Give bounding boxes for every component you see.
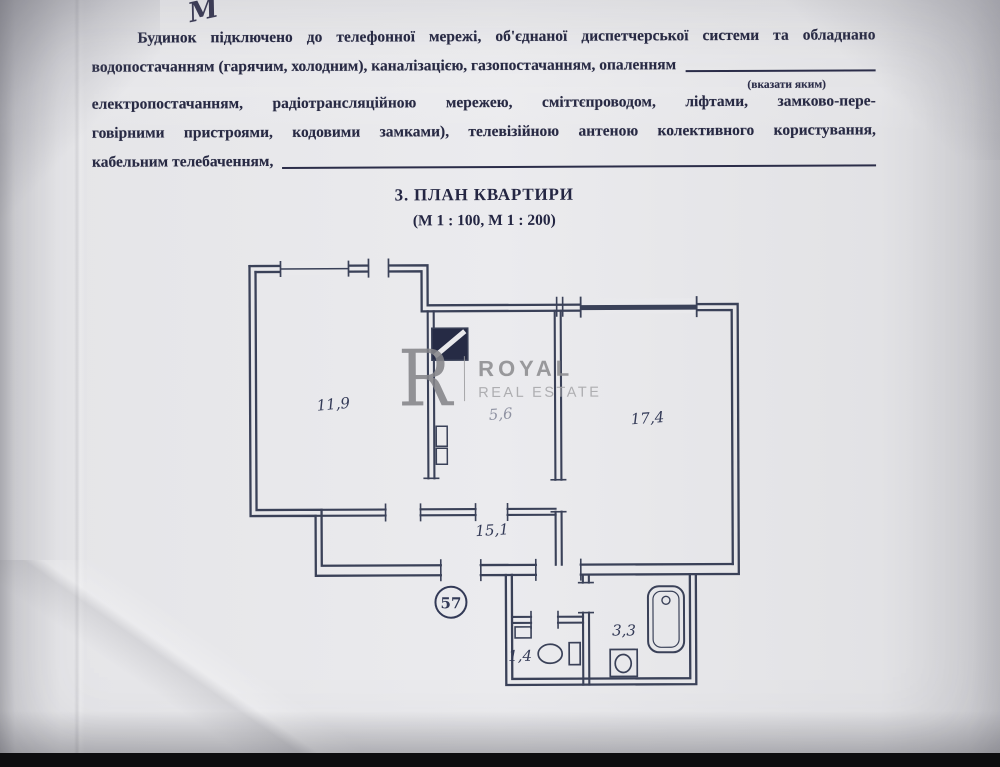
interior-walls bbox=[314, 309, 591, 686]
field-note-specify: (вказати яким) bbox=[747, 78, 827, 91]
window-left bbox=[279, 260, 350, 277]
apartment-number-circle: 57 bbox=[434, 585, 468, 619]
photo-background-strip bbox=[0, 753, 1000, 767]
room-label-kitchen: 5,6 bbox=[488, 404, 514, 424]
blank-field-cable-tv bbox=[282, 150, 877, 169]
document-paragraph: Будинок підключено до телефонної мережі,… bbox=[91, 25, 877, 181]
paragraph-line-1: Будинок підключено до телефонної мережі,… bbox=[137, 26, 876, 47]
section-heading: 3. ПЛАН КВАРТИРИ (М 1 : 100, М 1 : 200) bbox=[92, 183, 876, 231]
balcony-door-left bbox=[367, 258, 390, 278]
section-scale-subtitle: (М 1 : 100, М 1 : 200) bbox=[412, 211, 556, 230]
paragraph-line-2-text: водопостачанням (гарячим, холодним), кан… bbox=[91, 56, 677, 76]
kitchen-fixtures bbox=[435, 425, 449, 466]
door-jamb-ticks bbox=[384, 296, 595, 629]
section-title: 3. ПЛАН КВАРТИРИ bbox=[394, 184, 574, 205]
bathtub bbox=[646, 585, 686, 654]
apartment-number: 57 bbox=[440, 594, 461, 612]
bath-toilet bbox=[609, 648, 639, 678]
blank-field-heating bbox=[685, 55, 876, 73]
wc-toilet bbox=[537, 641, 582, 666]
wc-sink bbox=[514, 626, 532, 639]
handwritten-mark: М bbox=[185, 0, 222, 30]
room-label-bath: 3,3 bbox=[612, 621, 636, 639]
paragraph-line-4: говірними пристроями, кодовими замками),… bbox=[91, 121, 876, 142]
floor-plan: 11,9 5,6 17,4 15,1 3,3 1,4 57 bbox=[248, 258, 740, 687]
window-right bbox=[579, 296, 698, 318]
room-label-hall: 15,1 bbox=[475, 520, 509, 540]
room-label-left: 11,9 bbox=[316, 394, 351, 415]
paragraph-line-2: водопостачанням (гарячим, холодним), кан… bbox=[91, 54, 876, 91]
paragraph-line-5-text: кабельним телебаченням, bbox=[91, 152, 274, 171]
vent-shaft-symbol bbox=[431, 327, 469, 362]
paper-bottom-shadow bbox=[0, 711, 1000, 753]
room-label-right: 17,4 bbox=[630, 408, 665, 428]
room-label-wc: 1,4 bbox=[508, 647, 532, 665]
paragraph-line-5: кабельним телебаченням, bbox=[91, 149, 877, 171]
exterior-walls bbox=[248, 264, 740, 687]
